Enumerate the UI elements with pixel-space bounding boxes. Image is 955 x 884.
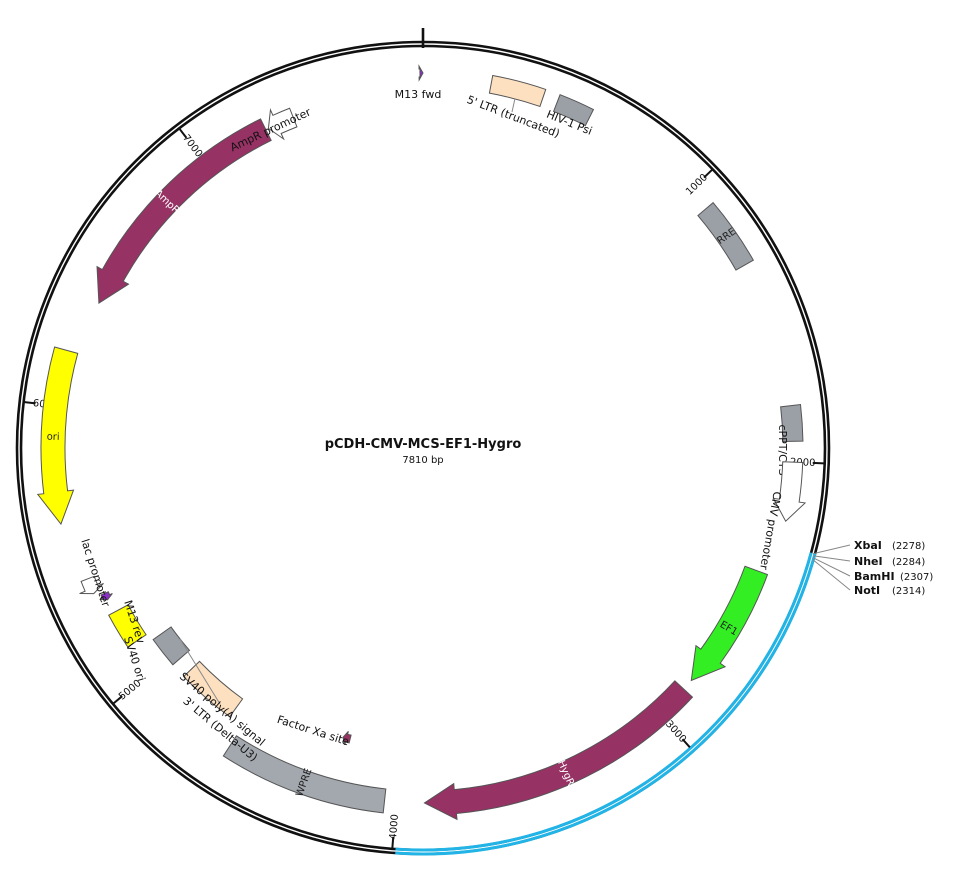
- site-name-bamhi: BamHI: [854, 570, 895, 583]
- feature-factor-xa[interactable]: Factor Xa site: [275, 713, 352, 749]
- cmv-promoter-label: CMV promoter: [757, 490, 784, 571]
- m13-fwd-label: M13 fwd: [395, 88, 442, 101]
- five-ltr-leader: [511, 98, 516, 113]
- site-name-nhei: NheI: [854, 555, 883, 568]
- tick-1000: [703, 169, 713, 179]
- tick-label-4000: 4000: [388, 814, 401, 840]
- plasmid-name: pCDH-CMV-MCS-EF1-Hygro: [325, 437, 522, 452]
- ampr-promoter-shape: [267, 107, 298, 141]
- five-ltr-shape: [488, 74, 547, 108]
- sv40-ori-shape: [108, 604, 147, 648]
- m13-rev-shape: [99, 591, 113, 601]
- three-ltr-shape: [182, 660, 244, 718]
- site-leader-xbai: [812, 544, 851, 555]
- sv40-pa-leader: [179, 638, 221, 705]
- feature-hygr[interactable]: HygR: [423, 680, 694, 821]
- factor-xa-label: Factor Xa site: [275, 713, 350, 749]
- ampr-shape: [96, 118, 272, 305]
- site-name-noti: NotI: [854, 584, 880, 597]
- feature-m13-fwd[interactable]: M13 fwd: [395, 64, 442, 101]
- site-leader-nhei: [812, 555, 851, 562]
- ori-shape: [36, 346, 79, 526]
- factor-xa-shape: [342, 731, 352, 746]
- plasmid-length: 7810 bp: [402, 455, 443, 466]
- feature-sv40-pa[interactable]: SV40 poly(A) signal: [152, 626, 268, 749]
- wpre-shape: [222, 735, 387, 814]
- site-position-xbai: (2278): [892, 541, 925, 552]
- feature-hiv-psi[interactable]: HIV-1 Psi: [545, 94, 595, 138]
- site-bamhi[interactable]: BamHI (2307): [812, 557, 933, 583]
- rre-shape: [697, 201, 755, 271]
- insert-arc-inner: [395, 552, 813, 852]
- cppt-shape: [780, 403, 804, 442]
- feature-lac-promoter[interactable]: lac promoter: [78, 537, 112, 608]
- tick-6000: [24, 401, 36, 405]
- tick-4000: [391, 836, 395, 848]
- feature-rre[interactable]: RRE: [697, 201, 755, 271]
- ef1-shape: [690, 565, 769, 682]
- tick-3000: [681, 738, 691, 748]
- insert-arc-outer: [395, 553, 817, 856]
- site-name-xbai: XbaI: [854, 539, 882, 552]
- sv40-pa-shape: [152, 626, 191, 666]
- site-position-bamhi: (2307): [900, 572, 933, 583]
- site-noti[interactable]: NotI (2314): [812, 559, 925, 597]
- lac-promoter-shape: [79, 575, 104, 595]
- site-nhei[interactable]: NheI (2284): [812, 555, 925, 568]
- feature-five-ltr[interactable]: 5' LTR (truncated): [465, 74, 561, 140]
- hiv-psi-shape: [552, 94, 595, 127]
- feature-ori[interactable]: ori: [36, 346, 79, 526]
- feature-wpre[interactable]: WPRE: [222, 735, 387, 814]
- site-position-noti: (2314): [892, 586, 925, 597]
- tick-label-5000: 5000: [117, 678, 144, 703]
- hygr-shape: [423, 680, 694, 821]
- insert-highlight-arc: [395, 552, 817, 856]
- site-leader-noti: [812, 559, 851, 591]
- feature-cmv-promoter[interactable]: CMV promoter: [757, 461, 807, 571]
- tick-7000: [178, 128, 188, 139]
- m13-fwd-shape: [418, 64, 424, 82]
- site-leader-bamhi: [812, 557, 851, 577]
- cmv-promoter-shape: [772, 461, 807, 522]
- site-position-nhei: (2284): [892, 557, 925, 568]
- feature-ampr[interactable]: AmpR: [96, 118, 272, 305]
- feature-ef1[interactable]: EF1: [690, 565, 769, 682]
- tick-5000: [113, 695, 123, 704]
- ori-label: ori: [46, 432, 59, 443]
- lac-promoter-label: lac promoter: [78, 537, 112, 608]
- site-xbai[interactable]: XbaI (2278): [812, 539, 925, 555]
- restriction-sites: XbaI (2278) NheI (2284) BamHI (2307) NotI (2314…: [812, 539, 933, 597]
